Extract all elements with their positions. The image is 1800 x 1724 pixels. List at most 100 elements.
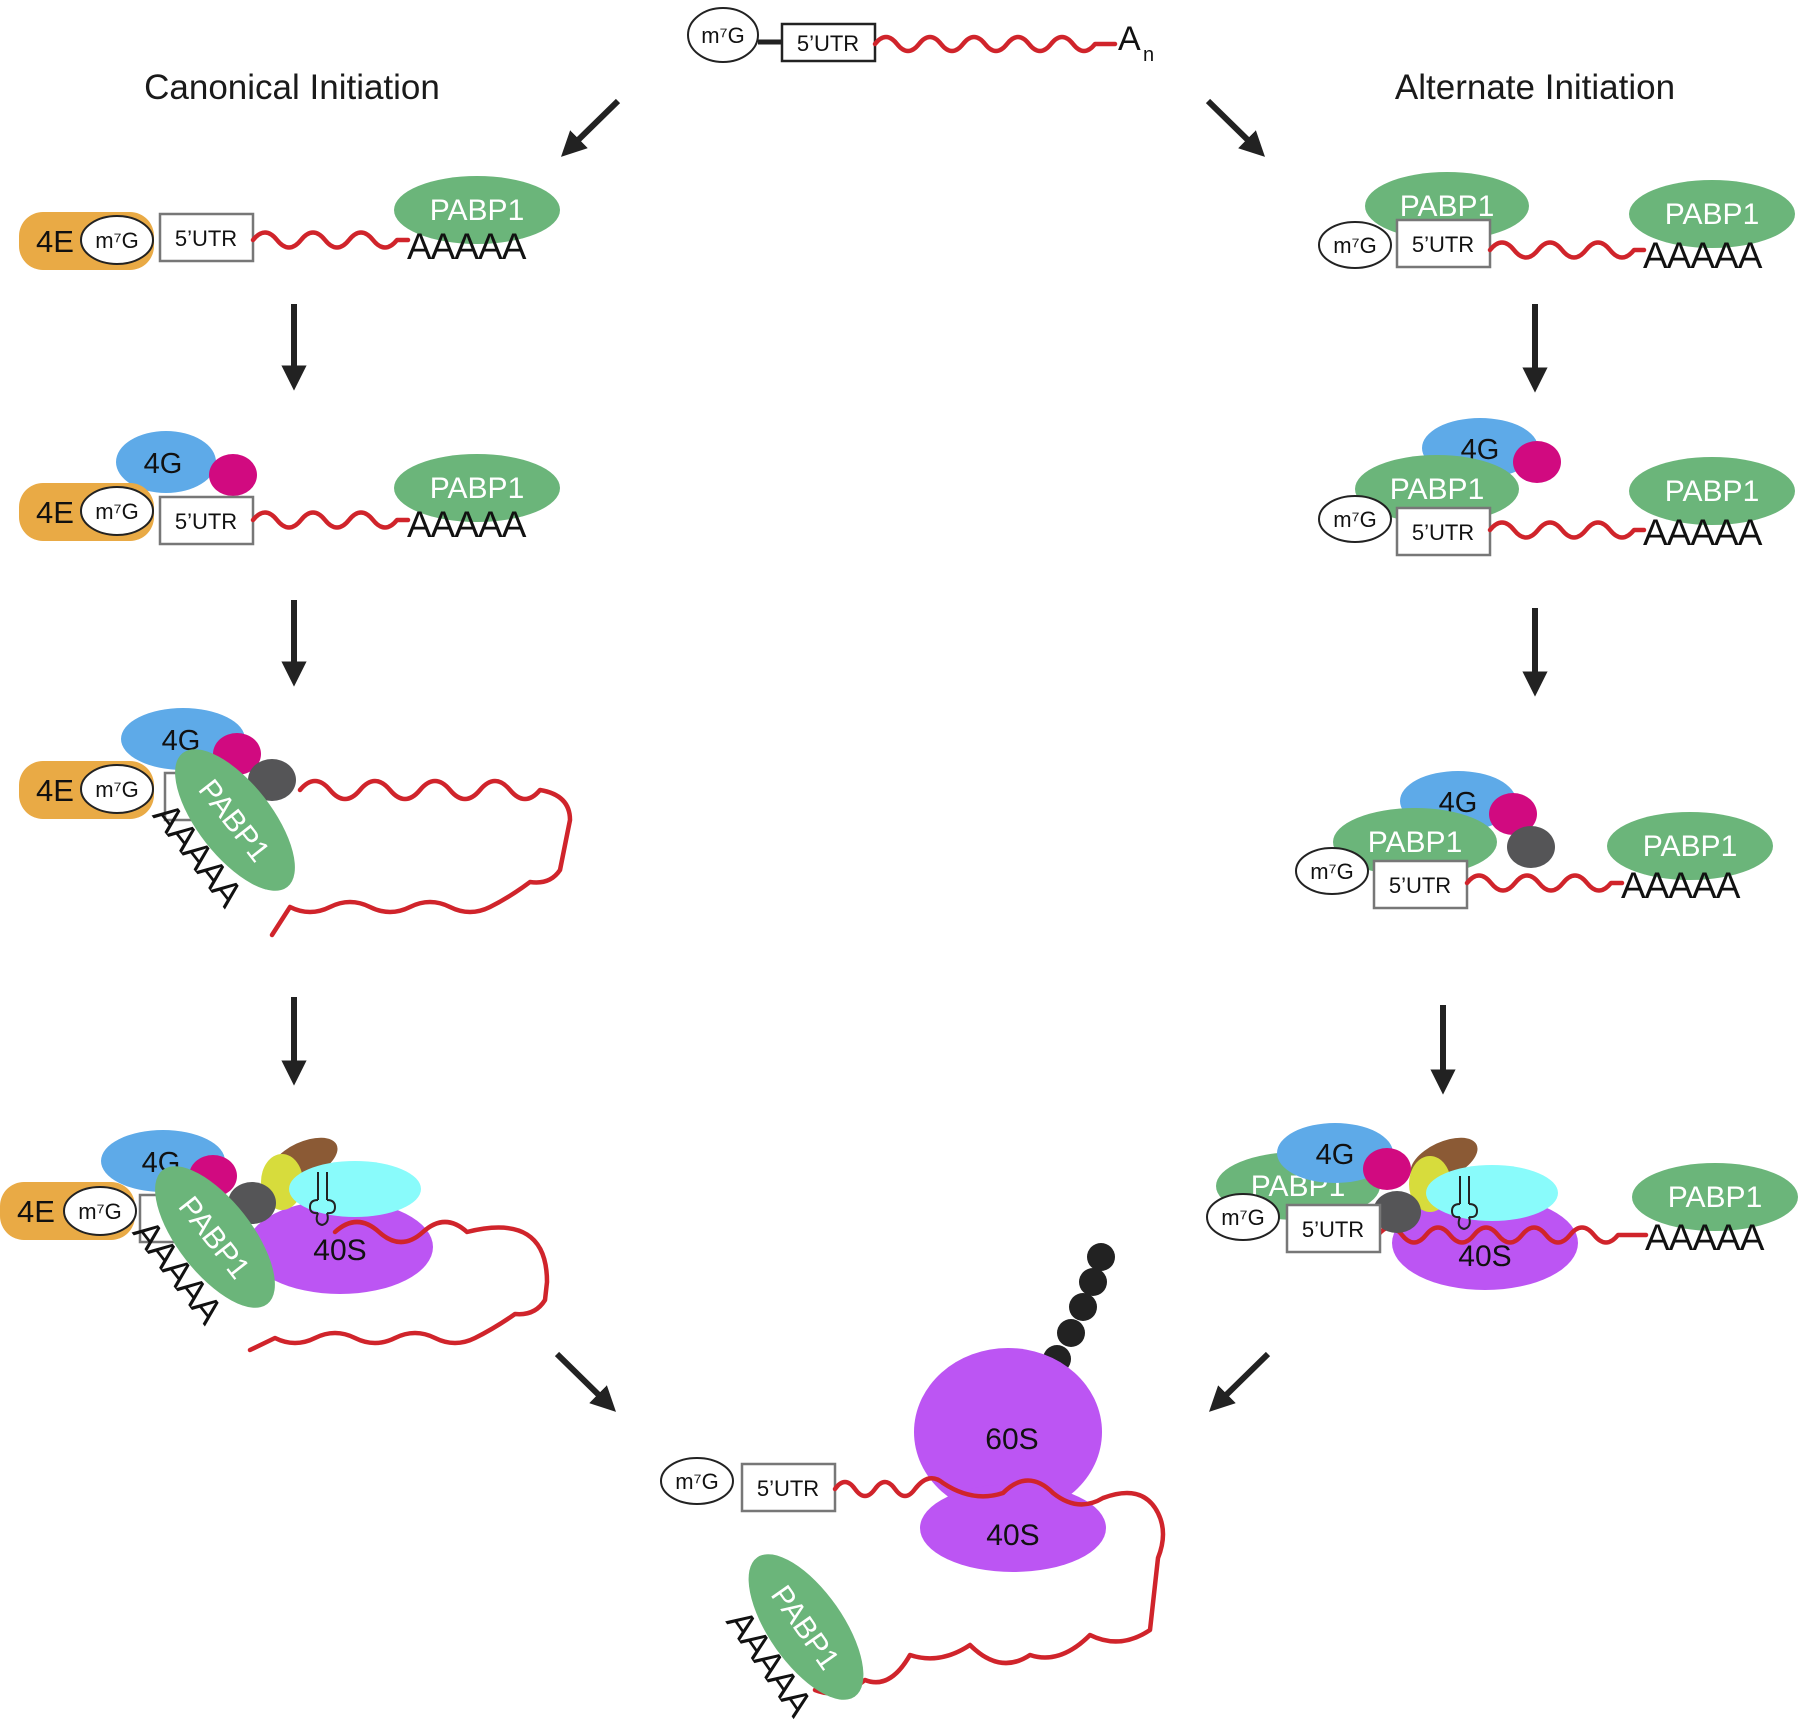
pabp1-cap-bound (1333, 808, 1497, 876)
5utr-box (1285, 1203, 1382, 1254)
arrow-to-canonical (560, 98, 621, 157)
eif4e-label: 4E (36, 495, 74, 530)
poly-a-label: AAAAA (407, 226, 527, 267)
m7g-cap-label: m⁷G (95, 228, 138, 253)
pabp1 (1629, 457, 1795, 525)
eif4b (248, 759, 296, 801)
40s-label: 40S (313, 1234, 366, 1267)
pabp1-label: PABP1 (1368, 826, 1463, 859)
m7g-cap-label: m⁷G (1333, 233, 1376, 258)
pabp1-label: PABP1 (430, 194, 525, 227)
poly-a-label: AAAAA (1645, 1217, 1765, 1258)
pabp1 (394, 176, 560, 244)
canonical-initiation-title: Canonical Initiation (144, 68, 440, 107)
alternate-step-1: PABP1 m⁷G 5’UTR PABP1 AAAAA (1318, 172, 1795, 276)
m7g-cap (80, 215, 154, 265)
canonical-step-3: 4G 4E m⁷G PABP1 AAAAA (19, 708, 573, 938)
5utr-label: 5’UTR (175, 509, 237, 534)
trna-complex (1426, 1165, 1558, 1221)
pabp1 (1629, 180, 1795, 248)
trna-complex (289, 1161, 421, 1217)
m7g-cap-label: m⁷G (95, 499, 138, 524)
poly-a-label: AAAAA (1621, 865, 1741, 906)
trna-icon (308, 1172, 337, 1227)
elongating-ribosome: 60S 40S m⁷G 5’UTR PABP1 AAAAA (660, 1243, 1166, 1724)
alternate-initiation-title: Alternate Initiation (1395, 68, 1675, 107)
40s-subunit (247, 1200, 433, 1294)
arrow-canonical-to-elongation (554, 1351, 616, 1412)
eif4g (116, 431, 216, 493)
pabp1 (748, 1554, 864, 1700)
5utr-label: 5’UTR (1412, 232, 1474, 257)
eif4a (209, 454, 257, 496)
canonical-step-4: 40S 4G 4E m⁷G PABP1 AAAAA (0, 1130, 550, 1353)
pabp1-label: PABP1 (1665, 198, 1760, 231)
m7g-cap-label: m⁷G (95, 777, 138, 802)
60s-label: 60S (985, 1423, 1038, 1456)
eif4a (1513, 441, 1561, 483)
m7g-cap (1318, 495, 1392, 543)
arrow-to-alternate (1205, 98, 1266, 157)
pabp1-cap-bound (1355, 455, 1519, 523)
40s-label: 40S (1458, 1240, 1511, 1273)
m7g-cap (63, 1186, 137, 1236)
m7g-cap-label: m⁷G (78, 1199, 121, 1224)
5utr-box (1395, 506, 1492, 557)
arrow-alternate-to-elongation (1209, 1351, 1271, 1412)
pabp1-label: PABP1 (1390, 473, 1485, 506)
m7g-cap (1206, 1193, 1280, 1241)
pabp1-label: PABP1 (1668, 1181, 1763, 1214)
trna-icon (1450, 1176, 1479, 1231)
mrna-strand (1487, 520, 1647, 540)
5utr-label: 5’UTR (1389, 873, 1451, 898)
mrna-loop (269, 778, 573, 938)
peptide-bead (1057, 1319, 1085, 1347)
canonical-step-2: 4G 4E m⁷G 5’UTR PABP1 AAAAA (19, 431, 560, 546)
pabp1-label: PABP1 (430, 472, 525, 505)
m7g-cap-label: m⁷G (675, 1469, 718, 1494)
eif4g-label: 4G (1316, 1139, 1355, 1171)
peptide-bead (1069, 1293, 1097, 1321)
peptide-bead (1079, 1268, 1107, 1296)
peptide-bead (1087, 1243, 1115, 1271)
pabp1 (1607, 812, 1773, 880)
mrna-strand (1487, 240, 1647, 260)
m7g-cap (1318, 221, 1392, 269)
poly-a-label: AAAAA (407, 504, 527, 545)
poly-a-label: AAAAA (1643, 235, 1763, 276)
m7g-cap-label: m⁷G (1310, 859, 1353, 884)
eif4e-label: 4E (17, 1194, 55, 1229)
5utr-label: 5’UTR (1412, 520, 1474, 545)
40s-subunit (1392, 1196, 1578, 1290)
pabp1-label: PABP1 (1665, 475, 1760, 508)
pabp1 (175, 749, 295, 891)
5utr-label: 5’UTR (175, 226, 237, 251)
40s-subunit (920, 1484, 1106, 1572)
m7g-cap-label: m⁷G (1221, 1205, 1264, 1230)
top-mrna: m⁷G 5’UTR A n (687, 7, 1154, 66)
pabp1-label: PABP1 (1643, 830, 1738, 863)
alternate-step-4: 40S PABP1 4G m⁷G 5’UTR PABP1 AAAAA (1206, 1123, 1798, 1290)
eif4g-label: 4G (144, 448, 183, 480)
eif4b (1507, 826, 1555, 868)
canonical-step-1: 4E m⁷G 5’UTR PABP1 AAAAA (19, 176, 560, 270)
m7g-cap (660, 1457, 734, 1505)
eif4e-label: 4E (36, 224, 74, 259)
poly-a-tail-label: A (1118, 20, 1141, 58)
pabp1 (155, 1166, 275, 1308)
mrna-strand (872, 34, 1118, 54)
m7g-cap-label: m⁷G (1333, 507, 1376, 532)
5utr-box (780, 22, 877, 63)
5utr-label: 5’UTR (757, 1476, 819, 1501)
m7g-cap (687, 7, 759, 63)
eif4b (1373, 1191, 1421, 1233)
mrna-loop (247, 1219, 550, 1353)
poly-a-tail-subscript: n (1143, 44, 1154, 66)
5utr-box (1395, 218, 1492, 269)
alternate-step-2: 4G PABP1 m⁷G 5’UTR PABP1 AAAAA (1318, 418, 1795, 557)
60s-subunit (914, 1348, 1102, 1516)
eif4e-label: 4E (36, 773, 74, 808)
pabp1 (1632, 1163, 1798, 1231)
m7g-cap (1295, 847, 1369, 895)
